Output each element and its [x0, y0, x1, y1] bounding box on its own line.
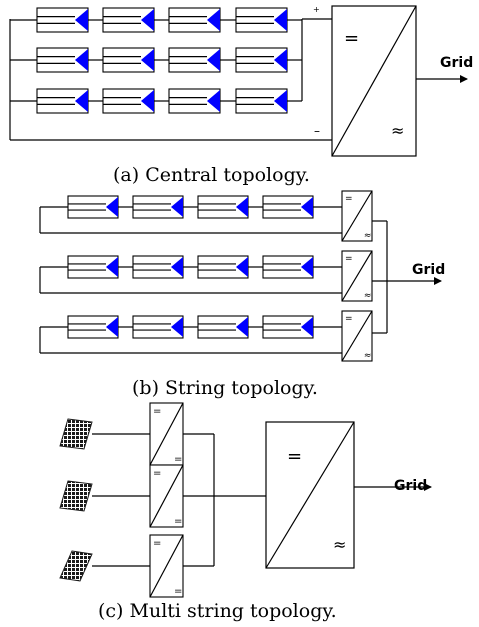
- central-topology: + – = ≈ Grid (a) Central topology.: [9, 5, 473, 186]
- string-caption: (b) String topology.: [132, 377, 318, 399]
- pv-module-icon: [36, 88, 89, 114]
- pv-module-icon: [102, 88, 155, 114]
- pv-module-icon: [67, 255, 119, 279]
- multistring-dc-converters: ======: [149, 402, 184, 598]
- central-wiring: [9, 18, 468, 141]
- pv-module-icon: [36, 7, 89, 33]
- multistring-pv-panels: [59, 418, 150, 582]
- string-row: =≈: [39, 190, 373, 242]
- solar-panel-icon: [59, 480, 93, 512]
- pv-module-icon: [36, 47, 89, 73]
- string-grid-label: Grid: [412, 262, 445, 278]
- pv-module-icon: [132, 255, 184, 279]
- central-dc-symbol: =: [344, 28, 359, 49]
- central-caption: (a) Central topology.: [113, 164, 310, 186]
- converter-output-symbol: =: [174, 516, 182, 527]
- pv-module-icon: [235, 88, 288, 114]
- central-inverter: = ≈: [331, 5, 417, 157]
- string-row: =≈: [39, 250, 373, 302]
- converter-output-symbol: =: [174, 586, 182, 597]
- pv-module-icon: [102, 7, 155, 33]
- pv-module-icon: [197, 195, 249, 219]
- pv-module-icon: [197, 315, 249, 339]
- pv-module-icon: [132, 195, 184, 219]
- string-row: =≈: [39, 310, 373, 362]
- central-minus-sign: –: [314, 124, 320, 138]
- pv-module-icon: [262, 255, 314, 279]
- pv-module-icon: [168, 7, 221, 33]
- converter-input-symbol: =: [345, 254, 353, 264]
- central-grid-label: Grid: [440, 55, 473, 71]
- string-topology: =≈=≈=≈ Grid (b) String topology.: [39, 190, 445, 399]
- multistring-dc-symbol: =: [287, 446, 302, 467]
- string-output-bus: [372, 220, 442, 334]
- pv-module-icon: [262, 315, 314, 339]
- converter-output-symbol: =: [174, 454, 182, 465]
- solar-panel-icon: [59, 418, 93, 450]
- converter-output-symbol: ≈: [364, 231, 372, 241]
- converter-input-symbol: =: [153, 538, 161, 549]
- pv-module-icon: [168, 47, 221, 73]
- pv-module-icon: [67, 195, 119, 219]
- pv-module-icon: [102, 47, 155, 73]
- converter-icon: ==: [149, 534, 184, 598]
- converter-output-symbol: ≈: [364, 291, 372, 301]
- string-rows: =≈=≈=≈: [39, 190, 373, 362]
- multistring-caption: (c) Multi string topology.: [98, 600, 337, 622]
- pv-module-icon: [168, 88, 221, 114]
- pv-module-icon: [235, 47, 288, 73]
- converter-input-symbol: =: [153, 406, 161, 417]
- central-ac-symbol: ≈: [391, 121, 404, 140]
- converter-icon: ==: [149, 402, 184, 466]
- multistring-central-inverter: = ≈: [265, 421, 355, 569]
- pv-module-icon: [132, 315, 184, 339]
- pv-module-icon: [67, 315, 119, 339]
- multistring-ac-symbol: ≈: [333, 535, 346, 554]
- converter-icon: =≈: [341, 310, 373, 362]
- converter-input-symbol: =: [345, 314, 353, 324]
- multistring-topology: ====== = ≈ Grid (c) Multi string topolog…: [59, 402, 432, 622]
- converter-output-symbol: ≈: [364, 351, 372, 361]
- solar-panel-icon: [59, 550, 93, 582]
- central-pv-array: [10, 7, 302, 114]
- converter-icon: =≈: [341, 250, 373, 302]
- converter-input-symbol: =: [345, 194, 353, 204]
- central-plus-sign: +: [313, 5, 320, 14]
- pv-module-icon: [235, 7, 288, 33]
- converter-icon: ==: [149, 464, 184, 528]
- pv-module-icon: [197, 255, 249, 279]
- converter-input-symbol: =: [153, 468, 161, 479]
- multistring-wiring: [183, 433, 432, 567]
- converter-icon: =≈: [341, 190, 373, 242]
- pv-module-icon: [262, 195, 314, 219]
- multistring-grid-label: Grid: [394, 478, 427, 494]
